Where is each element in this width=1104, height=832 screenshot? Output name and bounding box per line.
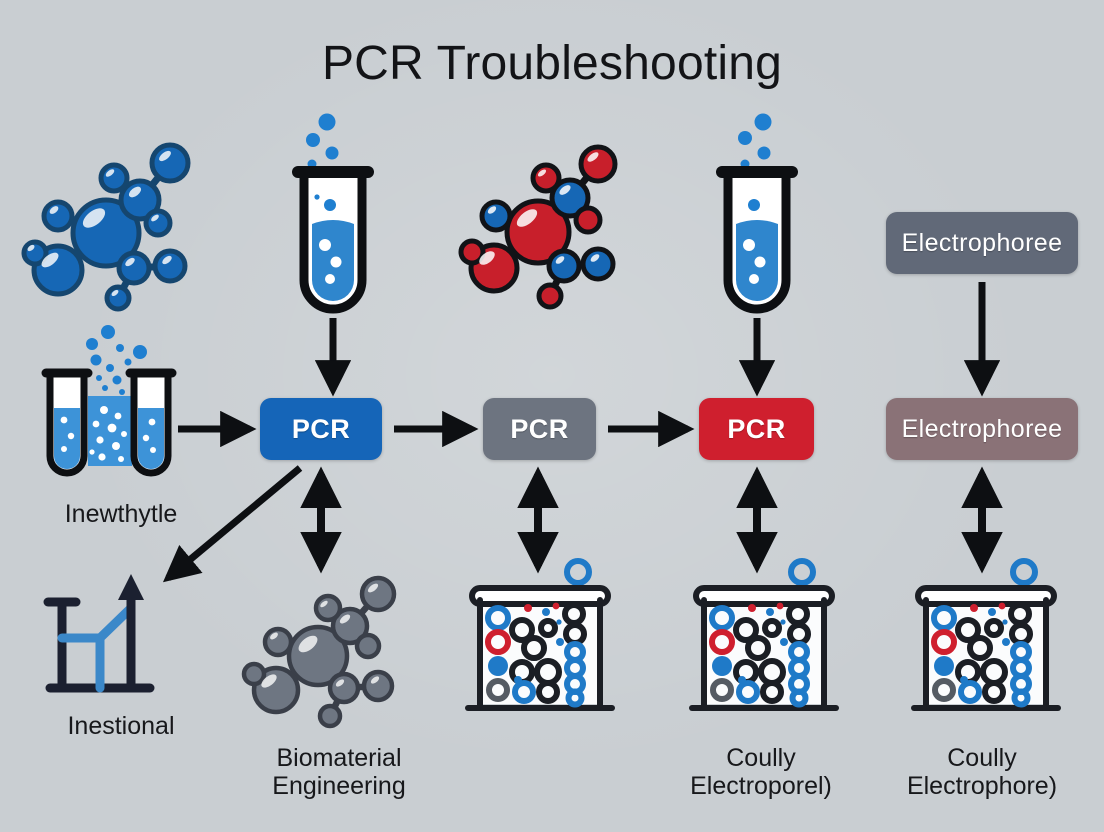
gel-electrophoresis-icon	[911, 558, 1061, 711]
caption-chart: Inestional	[67, 712, 175, 740]
node-label: PCR	[727, 413, 786, 444]
molecule-gray-icon	[241, 575, 397, 729]
gel-electrophoresis-icon	[689, 558, 839, 711]
node-electrophoree-top[interactable]: Electrophoree	[886, 212, 1078, 274]
growth-chart-icon	[43, 574, 155, 693]
arrow-pcr-to-chart	[162, 465, 303, 583]
molecule-blue-icon	[21, 142, 191, 312]
node-label: Electrophoree	[901, 414, 1063, 443]
gel-electrophoresis-icon	[465, 558, 615, 711]
node-label: Electrophoree	[901, 228, 1063, 257]
test-tube-rack-icon	[41, 325, 177, 477]
node-pcr-blue[interactable]: PCR	[260, 398, 382, 460]
node-pcr-gray[interactable]: PCR	[483, 398, 596, 460]
node-pcr-red[interactable]: PCR	[699, 398, 814, 460]
page-title: PCR Troubleshooting	[321, 37, 783, 90]
test-tube-icon	[292, 113, 374, 314]
node-label: PCR	[510, 413, 569, 444]
caption-gel-middle: Coully Electroporel)	[690, 744, 832, 800]
caption-gel-right: Coully Electrophore)	[906, 744, 1058, 800]
node-label: PCR	[291, 413, 351, 444]
test-tube-icon	[716, 113, 798, 314]
caption-tubes: Inewthytle	[64, 500, 178, 528]
molecule-red-icon	[458, 144, 618, 310]
node-electrophoree-bottom[interactable]: Electrophoree	[886, 398, 1078, 460]
caption-biomaterial: Biomaterial Engineering	[272, 744, 406, 800]
